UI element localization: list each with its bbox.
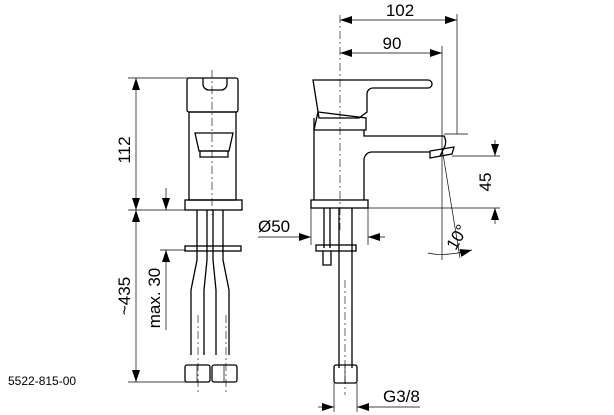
side-view (310, 15, 468, 395)
dim-overall-reach: 102 (386, 1, 414, 20)
dim-spout-reach: 90 (383, 34, 402, 53)
dim-spout-height: 45 (476, 173, 495, 192)
part-number: 5522-815-00 (8, 374, 77, 388)
dim-spout-angle: 10° (443, 221, 472, 253)
front-view (184, 70, 243, 395)
reach-dimensions: 102 90 45 10° Ø50 G3/8 (258, 1, 500, 412)
dim-base-diameter: Ø50 (258, 217, 290, 236)
dim-hose-length: ~435 (115, 277, 134, 315)
dim-total-height: 112 (115, 136, 134, 163)
height-dimensions: 112 ~435 max. 30 (115, 77, 190, 383)
dim-connection-thread: G3/8 (383, 387, 420, 406)
dim-max-thickness: max. 30 (145, 268, 164, 328)
